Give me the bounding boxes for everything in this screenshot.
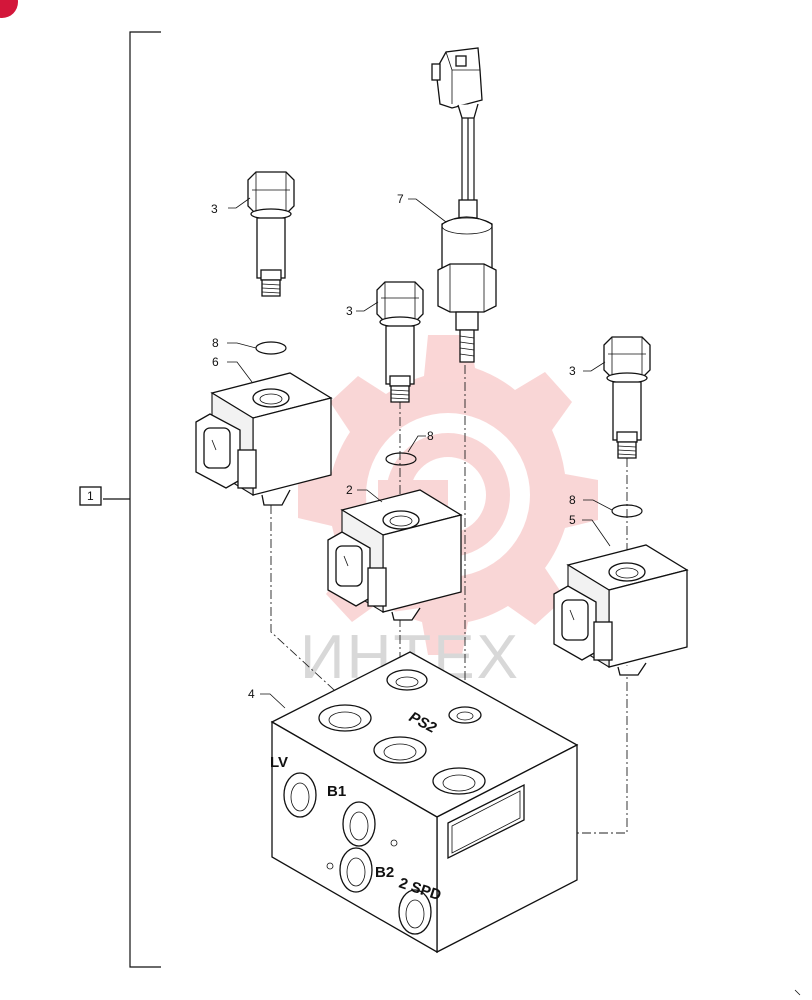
assembly-bracket xyxy=(79,31,161,968)
solenoid-coil-center xyxy=(327,489,463,621)
oring-right xyxy=(611,504,643,518)
corner-mark xyxy=(794,989,801,996)
callout-oring-right: 8 xyxy=(569,493,576,507)
port-label-b1: B1 xyxy=(327,783,346,800)
callout-manifold: 4 xyxy=(248,687,255,701)
callout-leaders xyxy=(227,197,613,709)
callout-coil-left: 6 xyxy=(212,355,219,369)
callout-pressure-switch: 7 xyxy=(397,192,404,206)
valve-cartridge-upper-left xyxy=(247,171,295,297)
solenoid-coil-left xyxy=(195,372,333,506)
callout-oring-center: 8 xyxy=(427,429,434,443)
valve-cartridge-center xyxy=(376,281,424,403)
port-label-b2: B2 xyxy=(375,864,394,881)
callout-valve-center: 3 xyxy=(346,304,353,318)
oring-center xyxy=(385,452,417,466)
callout-coil-right: 5 xyxy=(569,513,576,527)
callout-coil-center: 2 xyxy=(346,483,353,497)
corner-badge xyxy=(0,0,18,18)
pressure-switch xyxy=(431,47,497,363)
manifold-block xyxy=(270,651,579,954)
callout-valve-right: 3 xyxy=(569,364,576,378)
solenoid-coil-right xyxy=(553,544,689,676)
valve-cartridge-right xyxy=(603,336,651,459)
assembly-label: 1 xyxy=(87,489,94,503)
port-label-lv: LV xyxy=(270,754,288,771)
callout-oring-left: 8 xyxy=(212,336,219,350)
watermark-gear-icon xyxy=(298,335,598,655)
callout-valve-upper-left: 3 xyxy=(211,202,218,216)
oring-left xyxy=(255,341,287,355)
